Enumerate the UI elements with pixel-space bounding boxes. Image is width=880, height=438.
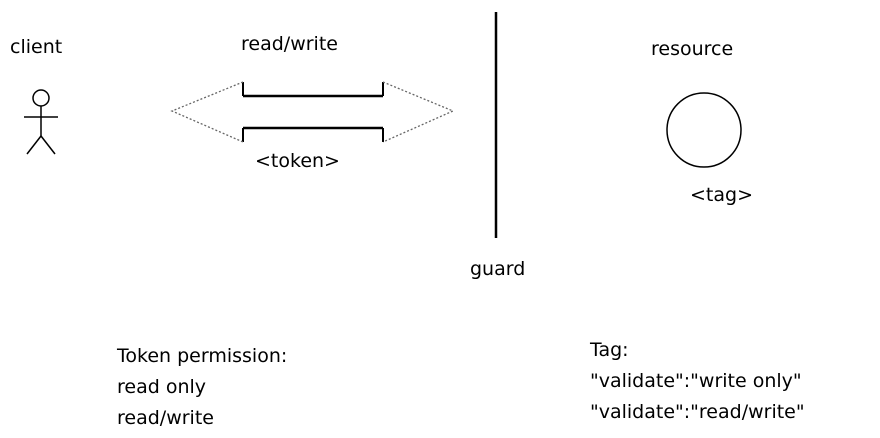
tag-info-item: "validate":"write only" [590,370,802,392]
tag-label: <tag> [690,184,753,206]
read-write-arrow [170,81,455,143]
token-label: <token> [255,150,340,172]
token-permission-item: read/write [117,407,214,429]
tag-info-block: Tag: "validate":"write only" "validate":… [590,335,805,428]
read-write-label: read/write [241,33,338,55]
tag-info-item: "validate":"read/write" [590,401,805,423]
tag-info-title: Tag: [590,339,629,361]
token-permission-title: Token permission: [117,345,288,367]
resource-label: resource [651,38,734,60]
client-label: client [10,36,63,58]
token-permission-item: read only [117,376,207,398]
resource-circle [666,92,742,168]
client-actor-icon [24,89,58,155]
guard-label: guard [470,258,526,280]
token-permission-block: Token permission: read only read/write [117,341,287,434]
